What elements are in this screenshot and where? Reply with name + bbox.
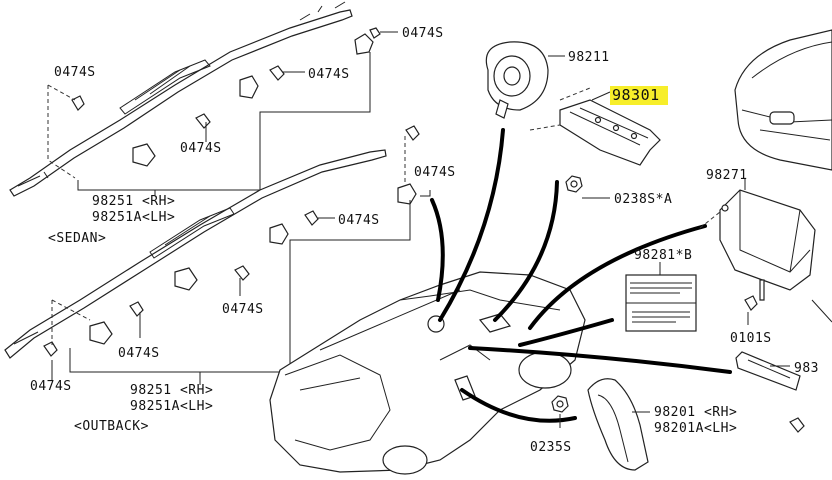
driver-airbag-module [485,41,549,119]
vehicle-front-view [734,29,832,171]
label-0474s-mid-1: 0474S [414,165,456,180]
label-0474s-top-1: 0474S [402,26,444,41]
curtain-airbag-outback [4,149,387,359]
label-0474s-mid-5: 0474S [30,379,72,394]
caution-label [625,274,697,332]
label-passenger-bracket: 98301 [612,86,660,104]
label-0474s-mid-4: 0474S [118,346,160,361]
label-driver-airbag: 98211 [568,50,610,65]
vehicle-cutaway [269,271,586,475]
part-labels: 0474S 0474S 0474S 0474S 98251 <RH> 98251… [30,26,819,455]
curtain-sedan-clips [71,27,381,167]
label-curtain-outback-lh: 98251A<LH> [130,399,213,414]
label-curtain-sedan-lh: 98251A<LH> [92,210,175,225]
label-sedan: <SEDAN> [48,231,106,246]
passenger-airbag-module [719,189,816,311]
label-caution: 98281*B [634,248,692,263]
curtain-airbag-sedan [9,1,353,197]
label-seat-airbag-rh: 98201 <RH> [654,405,737,420]
nut-0235s [551,395,569,413]
passenger-airbag-bracket [559,99,661,166]
nut-0238s [565,175,583,193]
label-nut-0235s: 0235S [530,440,572,455]
label-passenger-airbag: 98271 [706,168,748,183]
label-outback: <OUTBACK> [74,419,149,434]
label-0474s-top-3: 0474S [308,67,350,82]
label-nut-0238s: 0238S*A [614,192,672,207]
label-knee-airbag: 983 [794,361,819,376]
label-bolt-0101s: 0101S [730,331,772,346]
label-curtain-outback-rh: 98251 <RH> [130,383,213,398]
pointer-lines [430,128,732,423]
highlight-98301 [610,86,668,105]
seat-airbag-module [587,378,649,471]
label-0474s-mid-3: 0474S [222,302,264,317]
label-0474s-top-2: 0474S [54,65,96,80]
label-0474s-mid-2: 0474S [338,213,380,228]
label-0474s-top-4: 0474S [180,141,222,156]
label-curtain-sedan-rh: 98251 <RH> [92,194,175,209]
knee-airbag-module [735,351,805,433]
label-seat-airbag-lh: 98201A<LH> [654,421,737,436]
